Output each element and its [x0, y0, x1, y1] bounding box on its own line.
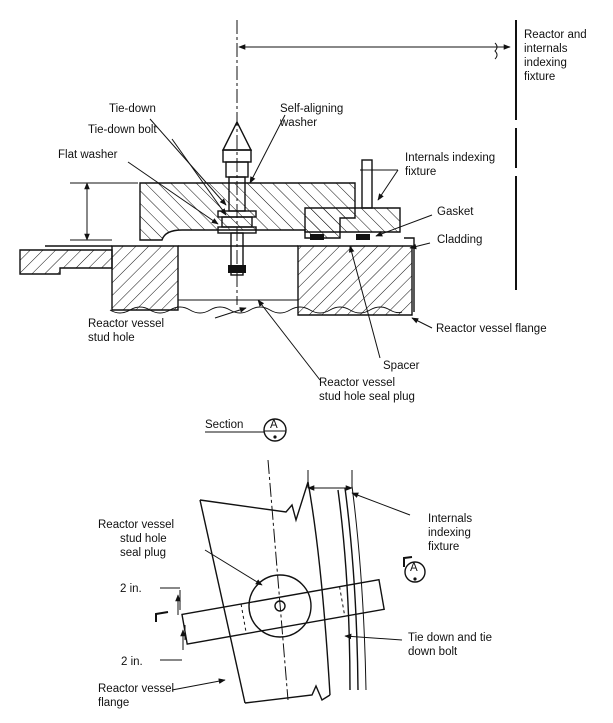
label-internals-fixture-bottom-2: indexing — [428, 527, 471, 539]
section-mark-letter: A — [270, 419, 278, 431]
label-rv-seal-plug-bottom-2: stud hole — [120, 533, 167, 545]
flange-right-block — [297, 245, 413, 316]
break-mark — [494, 42, 498, 60]
flange-outer-edge — [307, 481, 331, 696]
label-reactor-internals-fixture-2: internals — [524, 43, 568, 55]
label-reactor-internals-fixture-1: Reactor and — [524, 29, 587, 41]
label-rv-seal-plug-bottom-3: seal plug — [120, 547, 166, 559]
section-mark-letter-plan: A — [410, 562, 418, 574]
section-cut-marks: A — [155, 556, 426, 622]
plan-view: A 2 in. 2 in. Reactor vessel stud hole s… — [98, 459, 492, 709]
label-internals-fixture-top-2: fixture — [405, 166, 436, 178]
label-rv-seal-plug-bottom-1: Reactor vessel — [98, 519, 174, 531]
label-2in-upper: 2 in. — [120, 583, 142, 595]
label-tie-down-and-bolt-2: down bolt — [408, 646, 458, 658]
label-reactor-internals-fixture-4: fixture — [524, 71, 555, 83]
tie-down-bar — [181, 578, 385, 645]
label-rv-flange-bottom-2: flange — [98, 697, 129, 709]
label-2in-lower: 2 in. — [121, 656, 143, 668]
label-rv-stud-hole-2: stud hole — [88, 332, 135, 344]
plan-centerline — [267, 459, 289, 701]
label-rv-flange-top: Reactor vessel flange — [436, 323, 547, 335]
leader-lines-bottom — [171, 492, 411, 691]
flange-inner-edge — [199, 499, 246, 704]
left-flange-lip — [19, 249, 113, 275]
section-marker: Section A — [205, 418, 287, 442]
label-internals-fixture-top-1: Internals indexing — [405, 152, 495, 164]
label-rv-seal-plug-top-1: Reactor vessel — [319, 377, 395, 389]
label-spacer: Spacer — [383, 360, 420, 372]
gasket-elements — [310, 234, 370, 240]
label-tie-down-and-bolt-1: Tie down and tie — [408, 632, 492, 644]
label-tie-down: Tie-down — [109, 103, 156, 115]
flange-left-block — [111, 245, 179, 311]
cut-break-line — [109, 306, 403, 314]
label-rv-stud-hole-1: Reactor vessel — [88, 318, 164, 330]
label-flat-washer: Flat washer — [58, 149, 118, 161]
label-reactor-internals-fixture-3: indexing — [524, 57, 567, 69]
label-self-aligning-washer-1: Self-aligning — [280, 103, 343, 115]
tie-down-assembly — [217, 120, 257, 276]
fixture-post — [361, 159, 373, 209]
label-internals-fixture-bottom-3: fixture — [428, 541, 459, 553]
section-view: Reactor and internals indexing fixture T… — [19, 20, 587, 403]
label-cladding: Cladding — [437, 234, 482, 246]
two-inch-dimensions: 2 in. 2 in. — [120, 583, 186, 668]
label-section: Section — [205, 419, 243, 431]
label-rv-flange-bottom-1: Reactor vessel — [98, 683, 174, 695]
seal-plug-outline — [248, 574, 312, 638]
label-rv-seal-plug-top-2: stud hole seal plug — [319, 391, 415, 403]
label-gasket: Gasket — [437, 206, 474, 218]
label-internals-fixture-bottom-1: Internals — [428, 513, 472, 525]
label-self-aligning-washer-2: washer — [279, 117, 317, 129]
leader-lines-top — [127, 114, 433, 381]
label-tie-down-bolt: Tie-down bolt — [88, 124, 157, 136]
internals-fixture-block — [304, 207, 401, 233]
